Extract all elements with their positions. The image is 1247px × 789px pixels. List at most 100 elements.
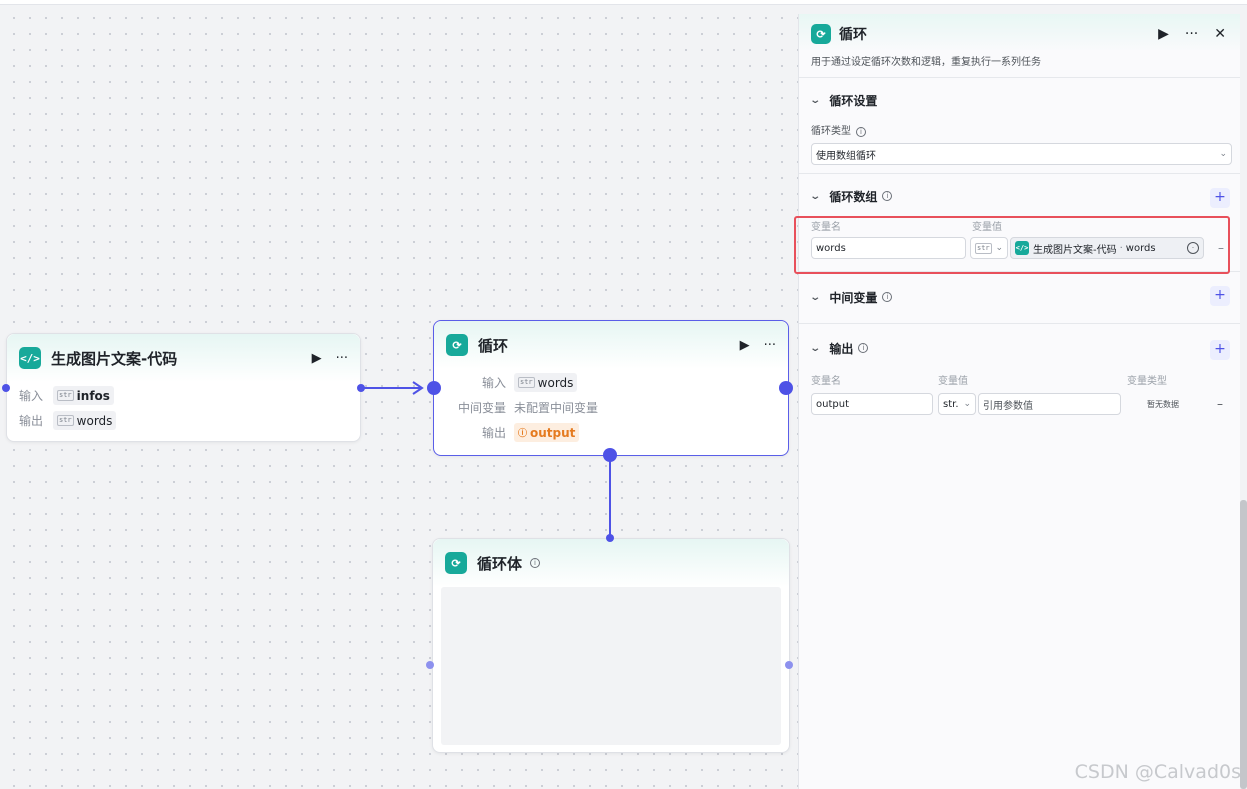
watermark: CSDN @Calvad0s bbox=[1074, 761, 1241, 783]
play-icon[interactable]: ▶ bbox=[311, 350, 322, 366]
node-loop-header: ⟳ 循环 ▶ ··· bbox=[434, 321, 788, 369]
loop-array-col-value: 变量值 bbox=[972, 222, 1002, 233]
output-col-value: 变量值 bbox=[938, 376, 968, 387]
section-loop-array-header[interactable]: ⌄ 循环数组 i bbox=[809, 174, 1228, 218]
remove-output-button[interactable]: – bbox=[1217, 397, 1223, 411]
panel-description: 用于通过设定循环次数和逻辑，重复执行一系列任务 bbox=[811, 57, 1041, 68]
node-loop-body-top-port[interactable] bbox=[606, 534, 614, 542]
loop-array-type-tag: str bbox=[975, 239, 995, 258]
string-type-icon: str bbox=[57, 415, 74, 426]
node-loop-body-area[interactable] bbox=[441, 587, 781, 745]
highlight-box bbox=[794, 216, 1230, 274]
chevron-down-icon: ⌄ bbox=[963, 399, 971, 409]
play-icon[interactable]: ▶ bbox=[1158, 26, 1169, 42]
ref-separator: · bbox=[1119, 242, 1123, 254]
node-loop-mid-label: 中间变量 bbox=[457, 401, 506, 415]
output-ref-placeholder: 引用参数值 bbox=[983, 400, 1033, 412]
variable-picker-icon[interactable]: · bbox=[1187, 242, 1199, 254]
node-settings-panel: ⟳ 循环 用于通过设定循环次数和逻辑，重复执行一系列任务 ▶ ··· ✕ ⌄ 循… bbox=[798, 14, 1240, 789]
info-icon[interactable]: i bbox=[858, 343, 869, 353]
loop-type-value: 使用数组循环 bbox=[816, 150, 876, 162]
more-icon[interactable]: ··· bbox=[1184, 26, 1199, 42]
output-var-name: output bbox=[816, 398, 849, 410]
edges-layer bbox=[362, 381, 611, 536]
output-type-value: 暂无数据 bbox=[1147, 399, 1179, 409]
output-col-name: 变量名 bbox=[811, 376, 841, 387]
panel-header: ⟳ 循环 用于通过设定循环次数和逻辑，重复执行一系列任务 ▶ ··· ✕ bbox=[799, 14, 1240, 78]
more-icon[interactable]: ··· bbox=[763, 337, 776, 353]
node-loop-title: 循环 bbox=[478, 336, 509, 355]
node-loop-body-title: 循环体 bbox=[477, 554, 523, 573]
output-col-type: 变量类型 bbox=[1127, 376, 1167, 387]
node-code-output-label: 输出 bbox=[19, 414, 44, 428]
panel-scrollbar[interactable] bbox=[1240, 500, 1247, 789]
chevron-down-icon: ⌄ bbox=[1219, 149, 1227, 159]
add-loop-array-button[interactable]: + bbox=[1210, 188, 1230, 208]
section-loop-settings-title: 循环设置 bbox=[829, 93, 878, 108]
section-mid-vars: ⌄ 中间变量 i + bbox=[799, 272, 1240, 324]
add-mid-var-button[interactable]: + bbox=[1210, 286, 1230, 306]
node-code-header: </> 生成图片文案-代码 ▶ ··· bbox=[7, 334, 360, 382]
loop-icon: ⟳ bbox=[811, 24, 831, 44]
section-mid-vars-title: 中间变量 bbox=[829, 290, 878, 305]
section-output: ⌄ 输出 i + 变量名 变量值 变量类型 output str. ⌄ 引用参数值… bbox=[799, 324, 1240, 415]
output-type-select[interactable]: str. ⌄ bbox=[938, 393, 976, 415]
close-icon[interactable]: ✕ bbox=[1214, 26, 1226, 42]
node-loop-input-port[interactable] bbox=[427, 381, 441, 395]
node-loop-input-label: 输入 bbox=[481, 376, 506, 390]
loop-array-ref-var: words bbox=[1125, 242, 1156, 254]
output-var-name-input[interactable]: output bbox=[811, 393, 933, 415]
add-output-button[interactable]: + bbox=[1210, 340, 1230, 360]
node-loop-body-port[interactable] bbox=[603, 448, 617, 462]
more-icon[interactable]: ··· bbox=[335, 350, 348, 366]
panel-title: 循环 bbox=[839, 27, 867, 43]
section-loop-settings-header[interactable]: ⌄ 循环设置 bbox=[809, 78, 1228, 122]
info-icon[interactable]: i bbox=[882, 191, 893, 201]
play-icon[interactable]: ▶ bbox=[739, 337, 750, 353]
info-icon[interactable]: i bbox=[856, 127, 866, 137]
output-ref-value-input[interactable]: 引用参数值 bbox=[978, 393, 1121, 415]
chevron-down-icon: ⌄ bbox=[809, 190, 822, 202]
code-icon: </> bbox=[19, 347, 41, 369]
string-type-icon: str bbox=[518, 377, 535, 388]
string-type-icon: str bbox=[975, 242, 992, 254]
node-loop-output-port[interactable] bbox=[779, 381, 793, 395]
node-code-input-var: infos bbox=[76, 388, 110, 403]
loop-array-var-name: words bbox=[816, 242, 846, 254]
node-code-output-port[interactable] bbox=[357, 384, 365, 392]
loop-array-ref-value[interactable]: </> 生成图片文案-代码 · words · bbox=[1010, 237, 1204, 259]
chevron-down-icon: ⌄ bbox=[995, 243, 1003, 253]
loop-array-type-select[interactable]: str⌄ bbox=[970, 237, 1008, 259]
node-code-input-label: 输入 bbox=[19, 389, 44, 403]
loop-array-var-name-input[interactable]: words bbox=[811, 237, 966, 259]
section-loop-array: ⌄ 循环数组 i + 变量名 变量值 words str⌄ </> 生成图片文案… bbox=[799, 174, 1240, 272]
loop-type-select[interactable]: 使用数组循环 ⌄ bbox=[811, 143, 1232, 165]
section-mid-vars-header[interactable]: ⌄ 中间变量 i bbox=[809, 272, 1228, 322]
loop-array-ref-node: 生成图片文案-代码 bbox=[1033, 244, 1117, 256]
section-output-header[interactable]: ⌄ 输出 i bbox=[809, 324, 1228, 372]
loop-icon: ⟳ bbox=[446, 334, 468, 356]
info-icon[interactable]: i bbox=[882, 292, 893, 302]
node-loop-body[interactable]: ⟳ 循环体 i bbox=[432, 538, 790, 753]
code-icon: </> bbox=[1015, 241, 1029, 255]
node-loop-body-left-port[interactable] bbox=[426, 661, 434, 669]
output-value-type: str. bbox=[943, 398, 959, 410]
node-code-input-port[interactable] bbox=[2, 384, 10, 392]
node-loop-body-right-port[interactable] bbox=[785, 661, 793, 669]
top-border bbox=[0, 0, 1247, 5]
remove-row-button[interactable]: – bbox=[1218, 241, 1224, 255]
chevron-down-icon: ⌄ bbox=[809, 291, 822, 303]
info-icon[interactable]: i bbox=[530, 558, 541, 568]
node-loop-body-header: ⟳ 循环体 i bbox=[433, 539, 789, 587]
section-output-title: 输出 bbox=[829, 341, 854, 356]
chevron-down-icon: ⌄ bbox=[809, 94, 822, 106]
node-loop-output-var: output bbox=[530, 425, 576, 440]
loop-array-col-name: 变量名 bbox=[811, 222, 841, 233]
